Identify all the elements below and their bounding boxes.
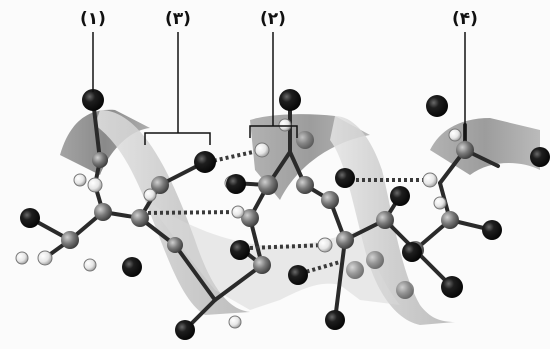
carbon-atoms bbox=[61, 131, 474, 299]
oxygen-atom bbox=[482, 220, 502, 240]
hydrogen-atom bbox=[228, 315, 242, 329]
oxygen-atom bbox=[530, 147, 550, 167]
carbon-atom bbox=[336, 231, 354, 249]
oxygen-atom bbox=[426, 95, 448, 117]
bracket-3 bbox=[144, 132, 211, 145]
carbon-atom bbox=[253, 256, 271, 274]
hydrogen-atom bbox=[83, 258, 97, 272]
callout-label-2: (۲) bbox=[260, 9, 286, 29]
carbon-atom bbox=[258, 175, 278, 195]
oxygen-atom bbox=[226, 174, 246, 194]
carbon-atom bbox=[321, 191, 339, 209]
carbon-atom bbox=[296, 131, 314, 149]
callout-label-1: (۱) bbox=[80, 9, 106, 29]
carbon-atom bbox=[441, 211, 459, 229]
carbon-atom bbox=[131, 209, 149, 227]
oxygen-atom bbox=[82, 89, 104, 111]
oxygen-atom bbox=[288, 265, 308, 285]
bond bbox=[173, 243, 217, 302]
oxygen-atom bbox=[325, 310, 345, 330]
carbon-atom bbox=[241, 209, 259, 227]
hydrogen-atom bbox=[317, 237, 333, 253]
hydrogen-atom bbox=[422, 172, 438, 188]
carbon-atom bbox=[167, 237, 183, 253]
hydrogen-atom bbox=[231, 205, 245, 219]
oxygen-atom bbox=[194, 151, 216, 173]
oxygen-atom bbox=[335, 168, 355, 188]
carbon-atom bbox=[61, 231, 79, 249]
carbon-atom bbox=[346, 261, 364, 279]
carbon-atom bbox=[92, 152, 108, 168]
callout-label-4: (۴) bbox=[452, 9, 478, 29]
carbon-atom bbox=[296, 176, 314, 194]
carbon-atom bbox=[376, 211, 394, 229]
ribbon-lower-fill bbox=[145, 200, 400, 310]
oxygen-atom bbox=[122, 257, 142, 277]
bond bbox=[213, 263, 264, 302]
hydrogen-atom bbox=[15, 251, 29, 265]
hydrogen-atom bbox=[143, 188, 157, 202]
hydrogen-atom bbox=[37, 250, 53, 266]
carbon-atom bbox=[94, 203, 112, 221]
hydrogen-atom bbox=[278, 118, 292, 132]
carbon-atom bbox=[366, 251, 384, 269]
hydrogen-atom bbox=[87, 177, 103, 193]
callout-leaders bbox=[92, 32, 466, 145]
callout-labels: (۱) (۳) (۲) (۴) bbox=[80, 9, 478, 29]
hydrogen-atom bbox=[448, 128, 462, 142]
oxygen-atoms bbox=[20, 89, 550, 340]
oxygen-atom bbox=[390, 186, 410, 206]
callout-label-3: (۳) bbox=[165, 9, 191, 29]
hydrogen-atom bbox=[433, 196, 447, 210]
oxygen-atom bbox=[20, 208, 40, 228]
oxygen-atom bbox=[402, 242, 422, 262]
carbon-atom bbox=[456, 141, 474, 159]
oxygen-atom bbox=[230, 240, 250, 260]
oxygen-atom bbox=[441, 276, 463, 298]
hydrogen-bond bbox=[141, 210, 239, 215]
bond bbox=[333, 238, 347, 322]
hydrogen-bond bbox=[249, 243, 326, 250]
carbon-atom bbox=[396, 281, 414, 299]
ribbon-back-segment-3 bbox=[430, 118, 540, 175]
hydrogen-atom bbox=[73, 173, 87, 187]
oxygen-atom bbox=[175, 320, 195, 340]
oxygen-atom bbox=[279, 89, 301, 111]
hydrogen-atom bbox=[254, 142, 270, 158]
carbon-atom bbox=[151, 176, 169, 194]
